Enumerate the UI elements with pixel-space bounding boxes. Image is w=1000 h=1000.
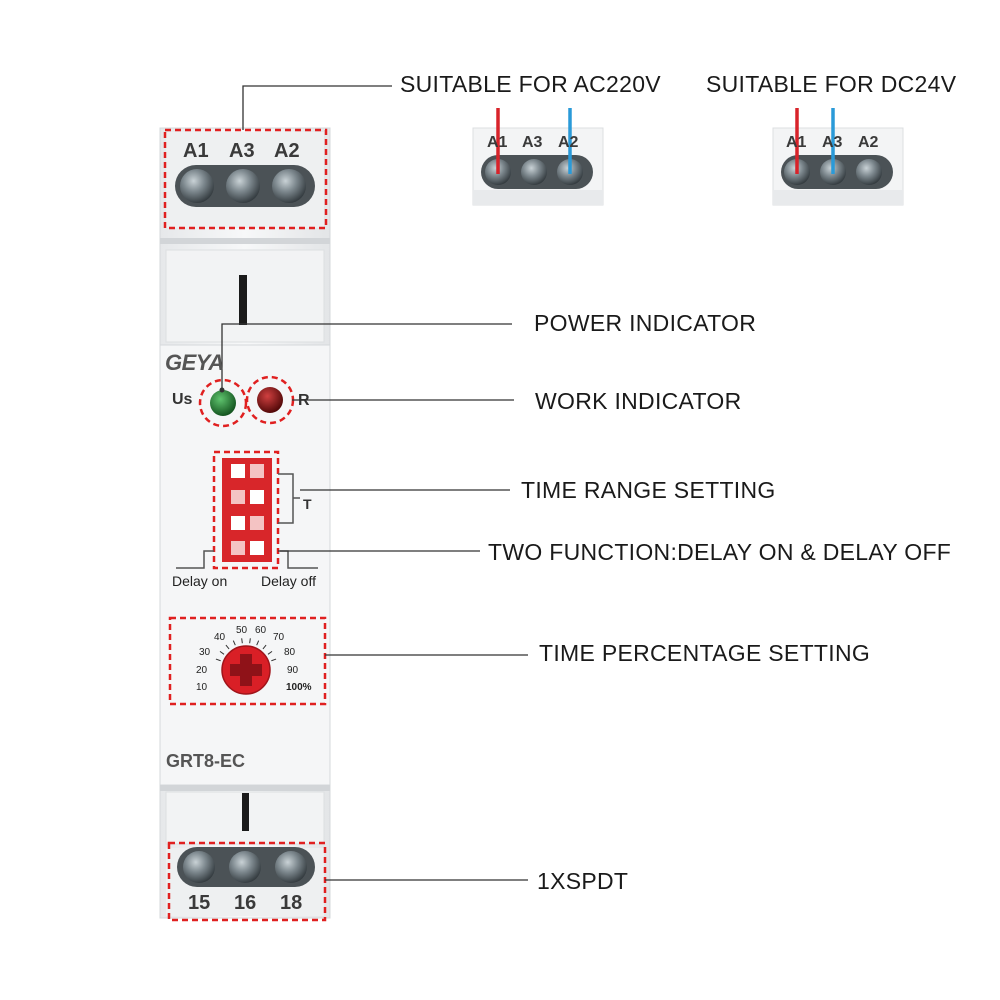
- screw-18[interactable]: [275, 851, 307, 883]
- dial-tick-50: 50: [236, 625, 248, 636]
- dip-switch-2[interactable]: [231, 490, 264, 504]
- delay-on-label: Delay on: [172, 573, 228, 589]
- model-label: GRT8-EC: [166, 751, 246, 771]
- dial-tick-60: 60: [255, 625, 267, 636]
- work-led-icon: [257, 387, 283, 413]
- dc-label-a1: A1: [786, 134, 807, 151]
- dial-tick-mark: [256, 640, 260, 646]
- terminal-label-a2: A2: [274, 140, 300, 162]
- screw-a1[interactable]: [180, 169, 214, 203]
- dial-tick-40: 40: [214, 632, 226, 643]
- dial-tick-mark: [225, 644, 230, 650]
- terminal-label-a1: A1: [183, 140, 209, 162]
- dial-tick-90: 90: [287, 665, 299, 676]
- ac-label-a1: A1: [487, 134, 508, 151]
- delay-off-label: Delay off: [261, 573, 316, 589]
- dial-tick-mark: [219, 650, 225, 655]
- callout-time-percentage: TIME PERCENTAGE SETTING: [539, 640, 871, 666]
- dial-tick-80: 80: [284, 647, 296, 658]
- callout-dc-supply: SUITABLE FOR DC24V: [706, 71, 957, 97]
- terminal-label-15: 15: [188, 892, 211, 914]
- leader-ac: [242, 85, 392, 130]
- dial-tick-mark: [262, 644, 267, 650]
- terminal-label-16: 16: [234, 892, 257, 914]
- power-led-icon: [210, 390, 236, 416]
- callout-two-function: TWO FUNCTION:DELAY ON & DELAY OFF: [488, 539, 952, 565]
- screw-15[interactable]: [183, 851, 215, 883]
- dial-tick-70: 70: [273, 632, 285, 643]
- callout-time-range: TIME RANGE SETTING: [521, 477, 776, 503]
- callout-power-indicator: POWER INDICATOR: [534, 310, 757, 336]
- dial-tick-30: 30: [199, 647, 211, 658]
- dial-tick-100: 100%: [286, 682, 312, 693]
- screw-a3[interactable]: [226, 169, 260, 203]
- callout-contact: 1XSPDT: [537, 868, 629, 894]
- dip-switch-4[interactable]: [231, 541, 264, 555]
- dial-tick-mark: [267, 650, 273, 655]
- leader-power: [221, 323, 512, 390]
- screw-a2[interactable]: [272, 169, 306, 203]
- r-label: R: [298, 392, 310, 409]
- ac-wiring-diagram: [472, 127, 604, 206]
- screw-16[interactable]: [229, 851, 261, 883]
- dial-tick-mark: [249, 638, 251, 644]
- ac-label-a3: A3: [522, 134, 543, 151]
- dip-switch-1[interactable]: [231, 464, 264, 478]
- callout-work-indicator: WORK INDICATOR: [535, 388, 742, 414]
- dial-tick-mark: [241, 638, 243, 644]
- us-label: Us: [172, 391, 193, 408]
- callout-ac-supply: SUITABLE FOR AC220V: [400, 71, 661, 97]
- terminal-label-18: 18: [280, 892, 303, 914]
- dial-tick-10: 10: [196, 682, 208, 693]
- ac-label-a2: A2: [558, 134, 579, 151]
- dial-tick-mark: [271, 658, 277, 662]
- dial-tick-20: 20: [196, 665, 208, 676]
- t-label: T: [303, 496, 312, 512]
- brand-logo: GEYA: [165, 350, 224, 375]
- dial-tick-mark: [232, 640, 236, 646]
- dc-label-a2: A2: [858, 134, 879, 151]
- dc-label-a3: A3: [822, 134, 843, 151]
- terminal-label-a3: A3: [229, 140, 255, 162]
- dial-tick-mark: [215, 658, 221, 662]
- dip-switch-3[interactable]: [231, 516, 264, 530]
